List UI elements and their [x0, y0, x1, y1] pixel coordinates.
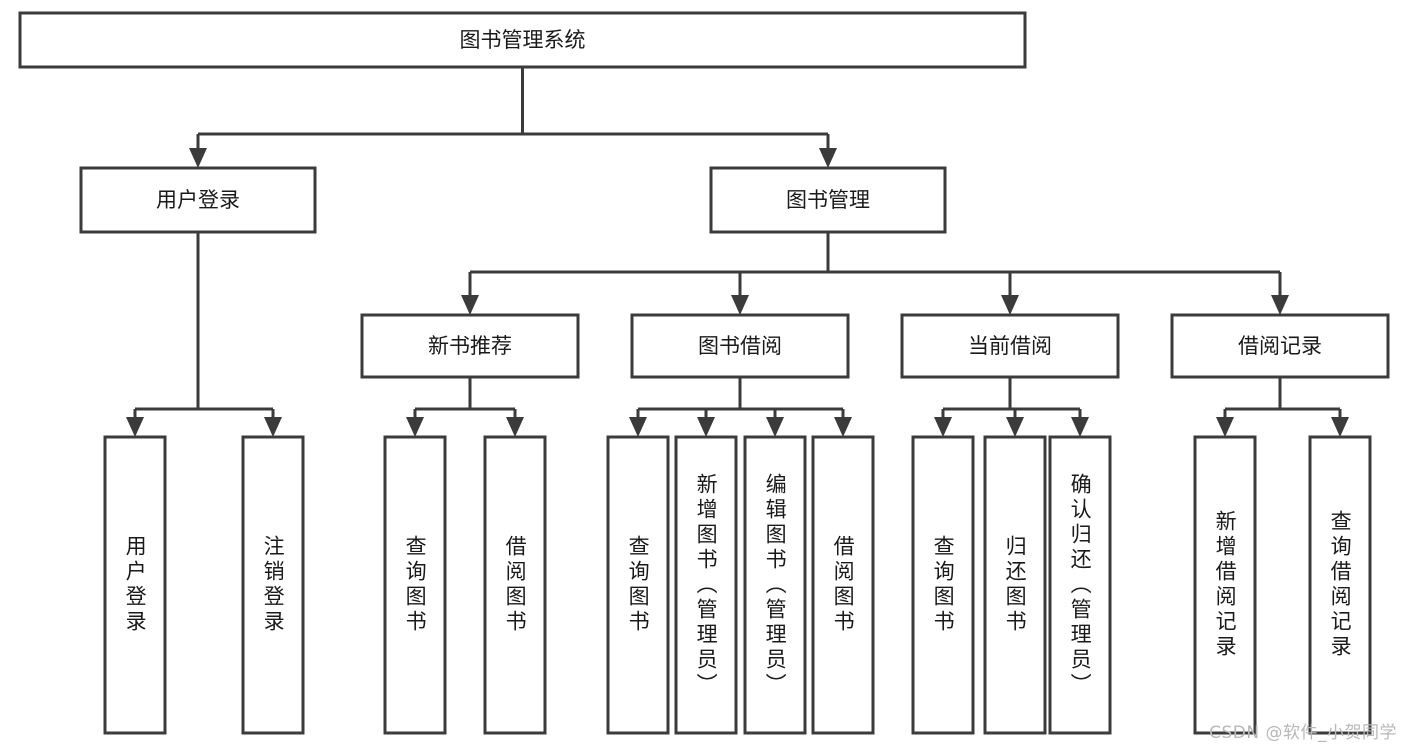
watermark-text: CSDN @软件_小贺同学 [1209, 723, 1397, 743]
node-leaf-logout-login[interactable] [241, 435, 305, 735]
node-leaf-query-book-1[interactable] [383, 435, 447, 735]
node-leaf-add-borrow-record[interactable] [1193, 435, 1257, 735]
node-border [983, 435, 1047, 735]
arrow-head-icon [834, 417, 852, 437]
node-border [241, 435, 305, 735]
arrow-head-icon [189, 148, 207, 168]
node-border [383, 435, 447, 735]
arrow-head-icon [697, 417, 715, 437]
arrow-head-icon [1216, 417, 1234, 437]
arrow-head-icon [1331, 417, 1349, 437]
node-leaf-return-book[interactable] [983, 435, 1047, 735]
arrow-head-icon [731, 295, 749, 315]
node-border [630, 313, 850, 379]
node-border [606, 435, 670, 735]
node-label: 新书推荐 [428, 334, 512, 358]
node-border [900, 313, 1120, 379]
node-border [1308, 435, 1372, 735]
node-border [1048, 435, 1112, 735]
node-border [811, 435, 875, 735]
arrow-head-icon [1006, 417, 1024, 437]
node-label: 当前借阅 [968, 334, 1052, 358]
arrow-head-icon [934, 417, 952, 437]
arrow-head-icon [766, 417, 784, 437]
node-border [743, 435, 807, 735]
node-border [79, 166, 317, 234]
node-borrow-record[interactable]: 借阅记录 [1170, 313, 1390, 379]
node-border [103, 435, 167, 735]
node-leaf-query-book-3[interactable] [911, 435, 975, 735]
node-leaf-query-borrow-record[interactable] [1308, 435, 1372, 735]
node-border [674, 435, 738, 735]
node-leaf-user-login[interactable] [103, 435, 167, 735]
node-border [911, 435, 975, 735]
node-new-book-recommend[interactable]: 新书推荐 [360, 313, 580, 379]
connector-lines [126, 67, 1349, 437]
node-user-login[interactable]: 用户登录 [79, 166, 317, 234]
arrow-head-icon [461, 295, 479, 315]
node-border [360, 313, 580, 379]
node-label: 用户登录 [156, 188, 240, 212]
node-current-borrow[interactable]: 当前借阅 [900, 313, 1120, 379]
node-border [709, 166, 947, 234]
node-border [1170, 313, 1390, 379]
node-border [1193, 435, 1257, 735]
arrow-head-icon [506, 417, 524, 437]
arrow-head-icon [406, 417, 424, 437]
node-border [483, 435, 547, 735]
arrow-head-icon [1271, 295, 1289, 315]
arrow-head-icon [1071, 417, 1089, 437]
node-book-management[interactable]: 图书管理 [709, 166, 947, 234]
node-label: 图书借阅 [698, 334, 782, 358]
node-border [18, 11, 1027, 69]
arrow-head-icon [1001, 295, 1019, 315]
node-leaf-borrow-book-2[interactable] [811, 435, 875, 735]
node-system-title[interactable]: 图书管理系统 [18, 11, 1027, 69]
node-leaf-borrow-book-1[interactable] [483, 435, 547, 735]
arrow-head-icon [819, 148, 837, 168]
node-leaf-query-book-2[interactable] [606, 435, 670, 735]
arrow-head-icon [264, 417, 282, 437]
node-book-borrow[interactable]: 图书借阅 [630, 313, 850, 379]
node-leaf-confirm-return[interactable] [1048, 435, 1112, 735]
node-label: 图书管理 [786, 188, 870, 212]
node-leaf-edit-book[interactable] [743, 435, 807, 735]
arrow-head-icon [629, 417, 647, 437]
node-label: 图书管理系统 [460, 28, 586, 52]
node-label: 借阅记录 [1238, 334, 1322, 358]
arrow-head-icon [126, 417, 144, 437]
node-leaf-add-book[interactable] [674, 435, 738, 735]
